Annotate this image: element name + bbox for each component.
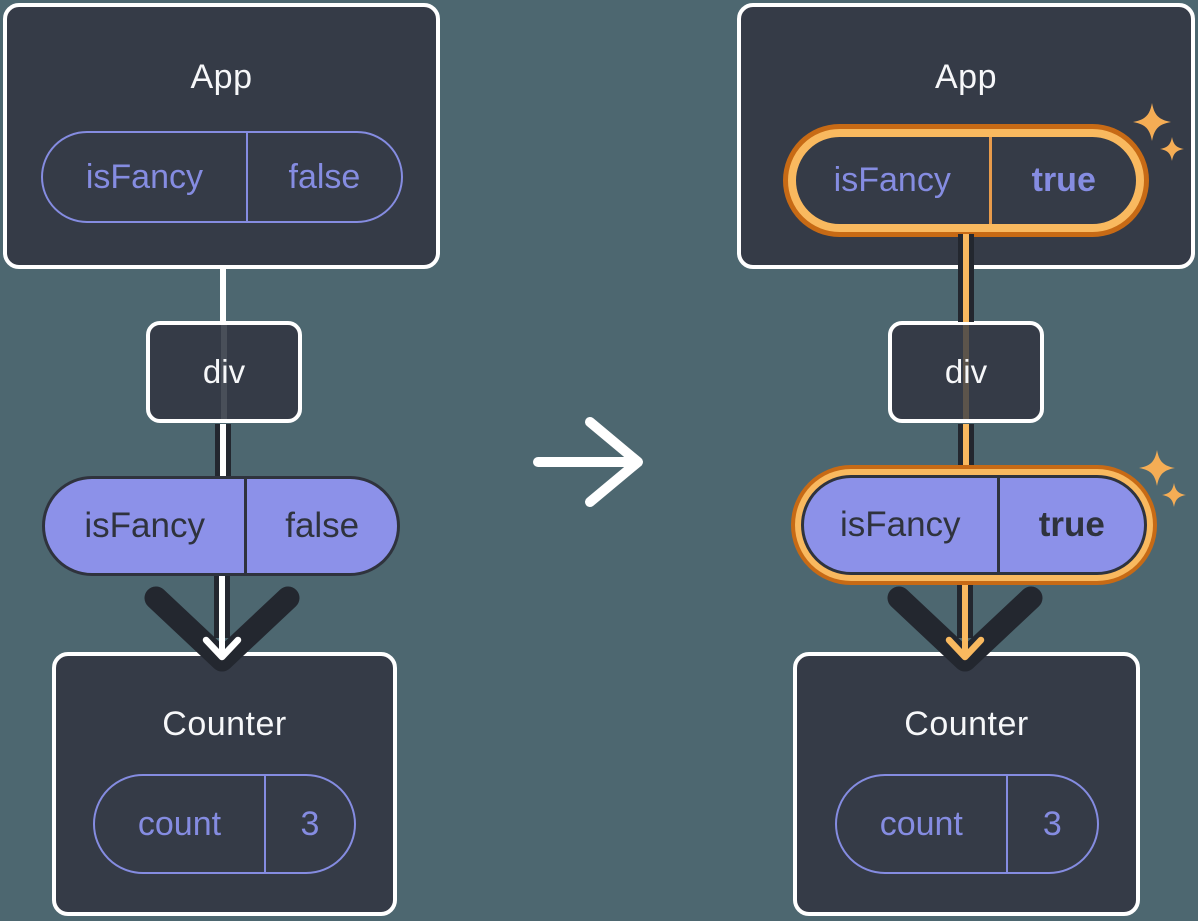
ghost-connector-line — [963, 325, 969, 419]
before-counter-title: Counter — [162, 705, 287, 743]
sparkle-icon-large — [1139, 450, 1186, 507]
prop-value-cell: false — [288, 157, 361, 196]
sparkle-icon-small — [1162, 483, 1186, 507]
before-counter-state-pill: count 3 — [93, 774, 356, 874]
prop-value-cell: false — [285, 506, 360, 545]
prop-value-cell: true — [1038, 505, 1105, 544]
after-app-prop-pill-highlighted: isFancy true — [788, 129, 1144, 232]
state-value-cell: 3 — [1042, 804, 1062, 843]
before-flow-prop-pill: isFancy false — [42, 476, 400, 576]
state-name-cell: count — [837, 776, 1009, 872]
after-div-node-box: div — [888, 321, 1044, 423]
after-counter-state-pill: count 3 — [834, 774, 1099, 874]
sparkle-icon-small — [1160, 137, 1184, 161]
after-counter-title: Counter — [904, 705, 1029, 743]
ghost-connector-line — [221, 325, 227, 419]
sparkle-icon-large — [1133, 103, 1184, 161]
after-app-title: App — [935, 58, 997, 96]
before-connector-div-pill-core — [220, 424, 226, 478]
after-connector-app-div-core — [963, 234, 969, 322]
after-flow-prop-pill-highlighted: isFancy true — [801, 475, 1147, 575]
after-div-label: div — [944, 353, 988, 390]
before-app-component-box: App isFancy false — [3, 3, 440, 269]
prop-name-cell: isFancy — [45, 479, 248, 573]
before-app-title: App — [190, 58, 253, 96]
prop-value-cell: true — [1031, 161, 1096, 199]
after-connector-div-pill-core — [963, 424, 969, 476]
prop-name-cell: isFancy — [804, 478, 1000, 572]
before-counter-component-box: Counter count 3 — [52, 652, 397, 916]
state-value-cell: 3 — [300, 804, 320, 843]
after-app-component-box: App isFancy true — [737, 3, 1195, 269]
before-div-label: div — [202, 353, 246, 390]
before-app-prop-pill: isFancy false — [40, 131, 403, 223]
before-div-node-box: div — [146, 321, 302, 423]
transition-arrow-icon — [533, 417, 643, 507]
after-counter-component-box: Counter count 3 — [793, 652, 1140, 916]
state-name-cell: count — [95, 776, 266, 872]
prop-name-cell: isFancy — [796, 137, 992, 224]
after-prop-flow-arrow-icon — [887, 566, 1043, 672]
before-connector-app-div — [220, 267, 226, 323]
prop-name-cell: isFancy — [43, 133, 249, 221]
before-prop-flow-arrow-icon — [144, 566, 300, 672]
